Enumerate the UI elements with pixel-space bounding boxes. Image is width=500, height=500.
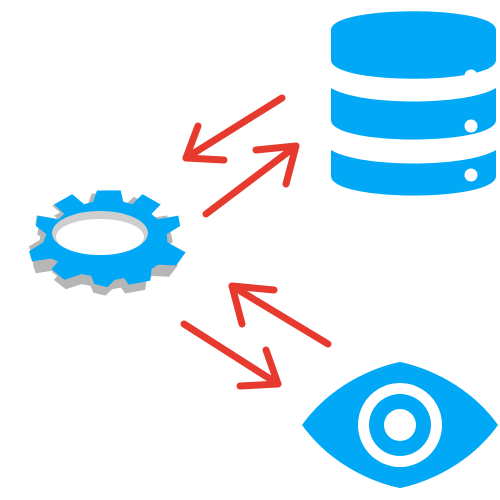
eye-icon: [302, 362, 498, 488]
database-icon: [331, 11, 496, 196]
gear-icon: [28, 190, 186, 296]
